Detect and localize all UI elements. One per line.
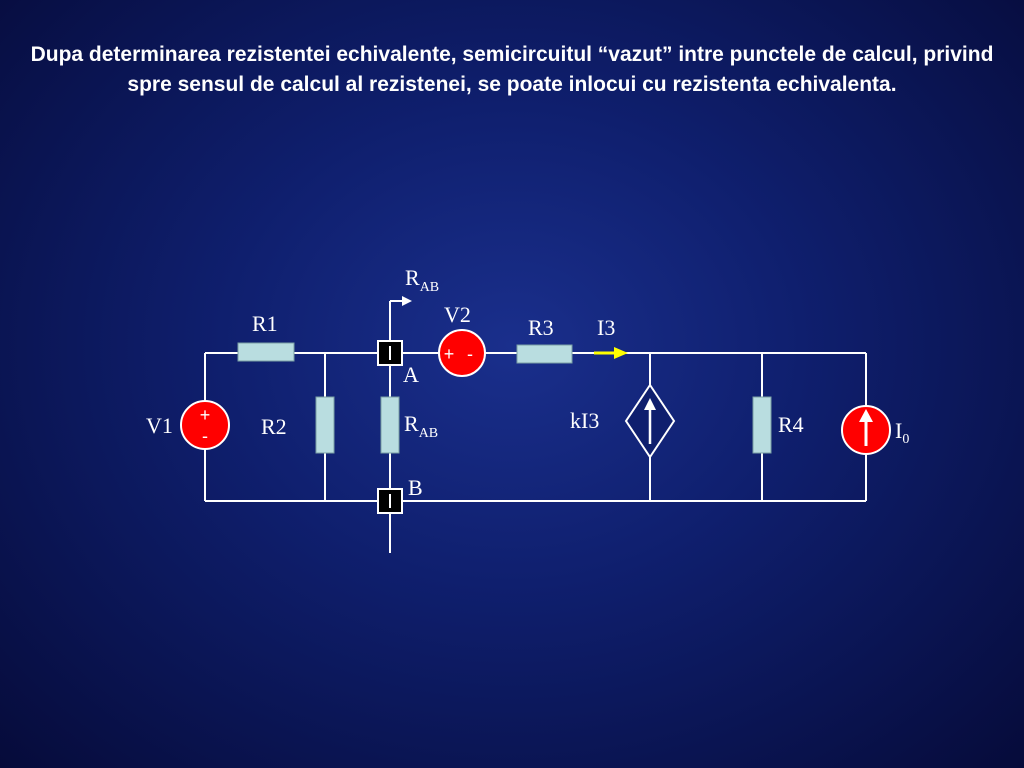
v1-minus-sign: -: [202, 426, 208, 446]
label-rab-mid: RAB: [404, 411, 438, 441]
voltage-source-v2: + -: [438, 329, 486, 377]
label-rab-mid-main: R: [404, 411, 419, 436]
label-rab-mid-sub: AB: [419, 426, 438, 441]
label-i0-sub: 0: [902, 432, 909, 447]
label-v1: V1: [146, 413, 173, 438]
label-ki3: kI3: [570, 408, 599, 433]
v2-plus-sign: +: [444, 344, 455, 364]
resistor-r3: [516, 344, 573, 364]
label-i0: I0: [895, 418, 909, 447]
label-rab-top: RAB: [405, 265, 439, 295]
node-terminal-a: [377, 340, 403, 366]
v1-plus-sign: +: [200, 405, 211, 425]
resistor-r1: [237, 342, 295, 362]
dependent-current-source-ki3: [624, 383, 676, 459]
label-r4: R4: [778, 412, 804, 437]
resistor-rab: [380, 396, 400, 454]
label-rab-top-main: R: [405, 265, 420, 290]
node-terminal-b: [377, 488, 403, 514]
v2-minus-sign: -: [467, 344, 473, 364]
label-v2: V2: [444, 302, 471, 327]
rab-direction-arrow: [402, 296, 412, 306]
slide-title: Dupa determinarea rezistentei echivalent…: [30, 43, 994, 96]
label-i3: I3: [597, 315, 615, 340]
label-i0-main: I: [895, 418, 902, 443]
resistor-r4: [752, 396, 772, 454]
current-arrow-i3: [594, 347, 628, 359]
current-source-i0: [841, 405, 891, 455]
circuit-wires: [204, 300, 867, 553]
label-rab-top-sub: AB: [420, 280, 439, 295]
voltage-source-v1: + -: [180, 400, 230, 450]
resistor-r2: [315, 396, 335, 454]
label-r2: R2: [261, 414, 287, 439]
label-node-b: B: [408, 475, 423, 500]
label-r1: R1: [252, 311, 278, 336]
label-r3: R3: [528, 315, 554, 340]
label-node-a: A: [403, 362, 419, 387]
